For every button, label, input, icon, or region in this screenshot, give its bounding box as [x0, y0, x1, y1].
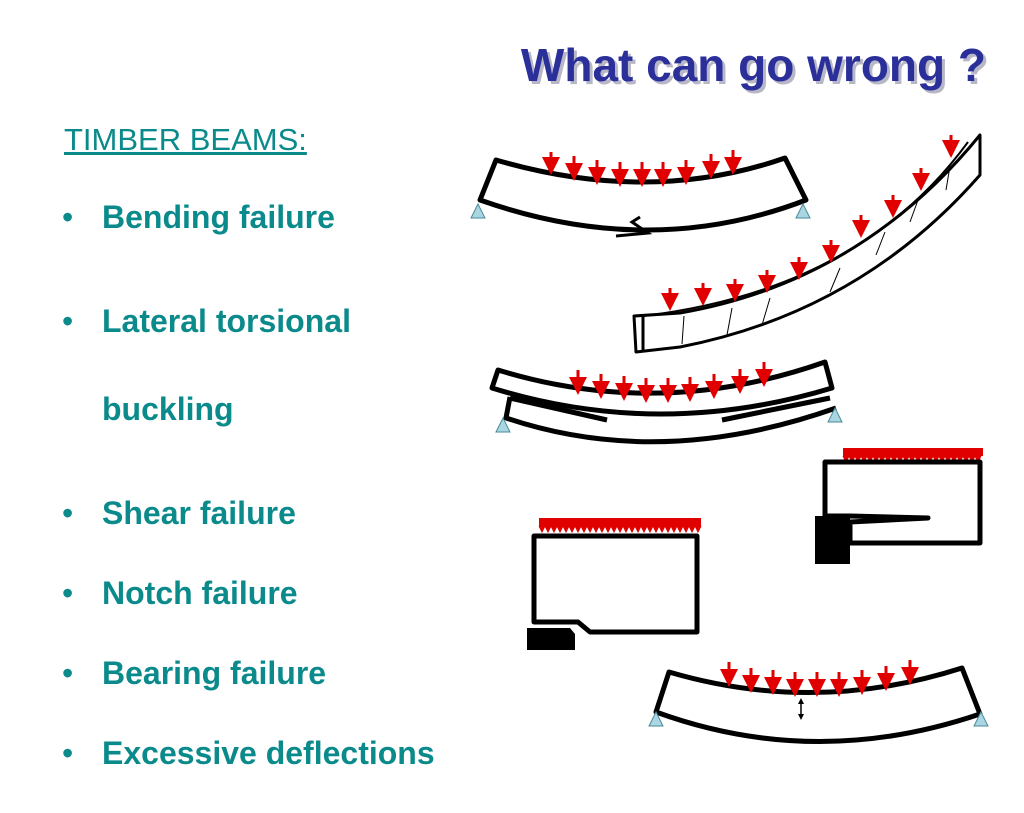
load-bar — [539, 518, 701, 526]
bullet-dot-icon: • — [62, 735, 74, 771]
bearing-block — [815, 516, 850, 564]
load-teeth — [538, 524, 702, 534]
list-item-label: Bending failure — [102, 199, 335, 235]
triangle-support-icon — [827, 406, 843, 423]
triangle-support-icon — [648, 710, 664, 727]
load-bar — [843, 448, 983, 456]
bullet-dot-icon: • — [62, 303, 74, 339]
twist-line — [875, 231, 886, 256]
list-item-label: Notch failure — [102, 575, 298, 611]
twist-line — [761, 297, 771, 326]
twist-line — [829, 267, 841, 293]
excessive-deflection-diagram — [648, 660, 989, 744]
page-title: What can go wrong ? — [520, 39, 986, 91]
list-item-label-continued: buckling — [102, 391, 234, 427]
twist-line — [945, 165, 951, 191]
list-item-bending: • Bending failure — [62, 197, 532, 237]
bending-failure-diagram — [470, 150, 811, 238]
list-item-lateral-torsional: • Lateral torsional buckling — [62, 277, 532, 453]
beam-outline — [531, 533, 700, 635]
list-item-bearing: • Bearing failure — [62, 653, 532, 693]
notch-failure-diagram — [815, 448, 983, 564]
list-item-shear: • Shear failure — [62, 493, 532, 533]
lateral-torsional-buckling-diagram — [632, 133, 982, 354]
triangle-support-icon — [973, 710, 989, 727]
bullet-dot-icon: • — [62, 655, 74, 691]
bullet-dot-icon: • — [62, 495, 74, 531]
shear-crack — [509, 395, 608, 423]
failure-list: • Bending failure • Lateral torsional bu… — [62, 197, 532, 813]
list-item-label: Lateral torsional — [102, 303, 351, 339]
twist-line — [681, 315, 685, 345]
deflection-arrow-up — [798, 698, 804, 704]
load-arrows — [661, 135, 960, 311]
beam-outline — [632, 133, 982, 354]
beam-failure-diagrams — [470, 133, 989, 744]
triangle-support-icon — [470, 202, 486, 219]
triangle-support-icon — [495, 416, 511, 433]
list-item-notch: • Notch failure — [62, 573, 532, 613]
bearing-block — [527, 628, 575, 650]
shear-failure-diagram — [489, 359, 843, 445]
beam-outline-lower — [503, 396, 837, 445]
crack-mark — [615, 215, 653, 238]
list-item-label: Bearing failure — [102, 655, 327, 691]
triangle-support-icon — [795, 202, 811, 219]
list-item-label: Excessive deflections — [102, 735, 435, 771]
list-item-label: Shear failure — [102, 495, 296, 531]
section-heading: TIMBER BEAMS: — [64, 122, 307, 157]
twist-line — [726, 307, 733, 336]
load-arrows — [569, 362, 773, 403]
deflection-arrow-down — [798, 714, 804, 720]
twist-line — [909, 199, 919, 223]
bearing-failure-diagram — [527, 518, 702, 650]
list-item-deflection: • Excessive deflections — [62, 733, 532, 773]
shear-crack — [721, 395, 831, 423]
bullet-dot-icon: • — [62, 575, 74, 611]
load-arrows — [542, 150, 742, 187]
bullet-dot-icon: • — [62, 199, 74, 235]
load-arrows — [720, 660, 919, 697]
